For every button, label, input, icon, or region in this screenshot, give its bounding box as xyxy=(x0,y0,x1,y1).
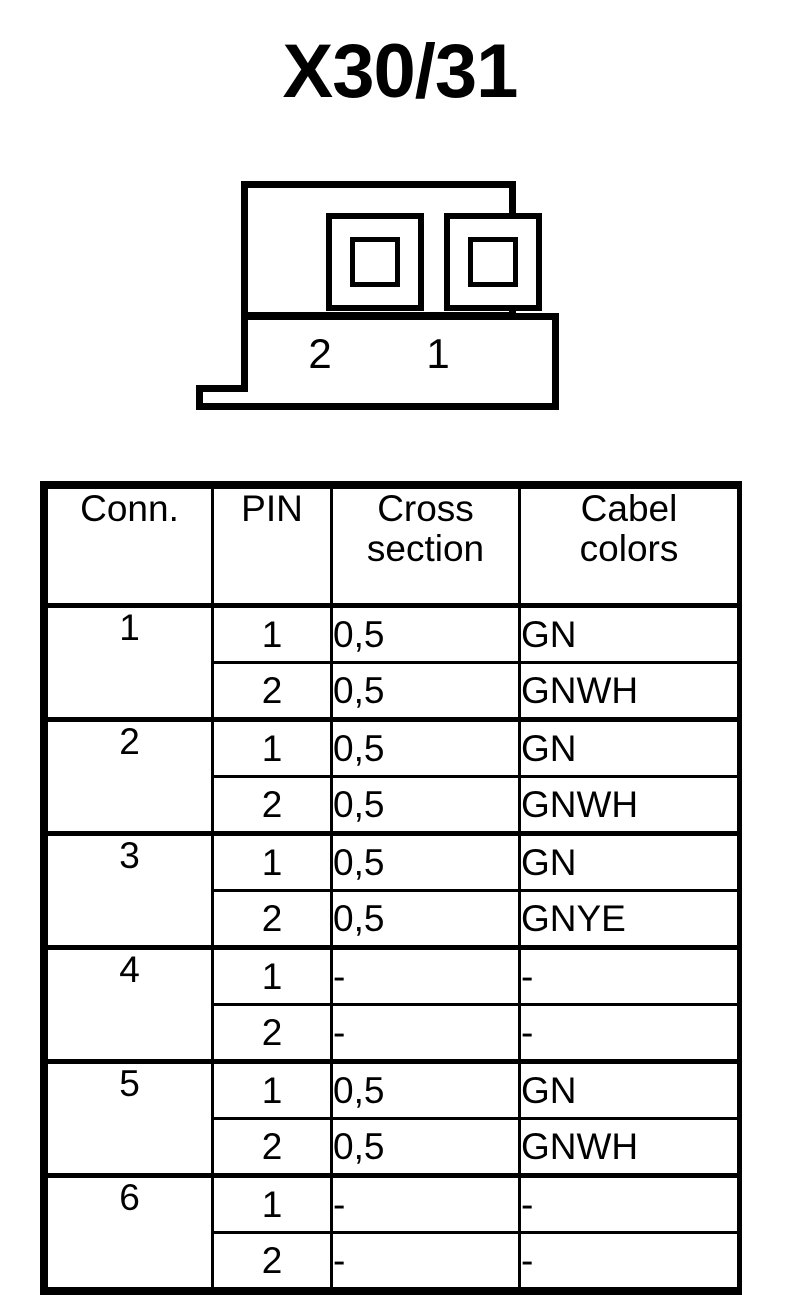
column-header-color-line2: colors xyxy=(579,527,679,569)
column-header-pin: PIN xyxy=(211,486,333,607)
cell-pin: 1 xyxy=(211,945,333,1006)
table-row: 2 - - xyxy=(47,1003,740,1063)
cell-conn: 2 xyxy=(45,717,214,835)
cell-cable-color: GNWH xyxy=(518,1117,740,1177)
cell-pin: 2 xyxy=(211,661,333,721)
table-row: 2 0,5 GNWH xyxy=(47,775,740,835)
cell-conn: 6 xyxy=(45,1173,214,1290)
cell-conn: 4 xyxy=(45,945,214,1063)
cell-pin: 2 xyxy=(211,775,333,835)
pinout-table-body: 1 1 0,5 GN 2 0,5 GNWH 2 1 0,5 GN 2 0,5 G… xyxy=(45,603,740,1290)
cell-cable-color: GNWH xyxy=(518,775,740,835)
table-row: 4 1 - - xyxy=(45,945,740,1063)
cell-cable-color: GNYE xyxy=(518,889,740,949)
column-header-conn-label: Conn. xyxy=(80,488,179,529)
table-row: 2 0,5 GNWH xyxy=(47,661,740,721)
connector-upper-housing xyxy=(241,181,542,319)
cell-pin: 2 xyxy=(211,889,333,949)
cell-cross-section: 0,5 xyxy=(330,831,521,892)
column-header-conn: Conn. xyxy=(45,486,214,607)
cell-cable-color: GN xyxy=(518,717,740,778)
table-row: 6 1 - - xyxy=(45,1173,740,1290)
cell-cable-color: GN xyxy=(518,831,740,892)
cell-conn: 3 xyxy=(45,831,214,949)
cell-pin: 2 xyxy=(211,1117,333,1177)
pin-number-label-2: 2 xyxy=(308,330,332,377)
cell-cable-color: GN xyxy=(518,1059,740,1120)
column-header-color-line1: Cabel xyxy=(580,488,678,529)
cell-cross-section: 0,5 xyxy=(330,717,521,778)
cell-pin: 2 xyxy=(211,1003,333,1063)
table-row: 2 0,5 GNYE xyxy=(47,889,740,949)
cell-pin: 1 xyxy=(211,1059,333,1120)
cell-conn: 1 xyxy=(45,603,214,721)
cell-cross-section: 0,5 xyxy=(330,603,521,664)
pin-cavity-1 xyxy=(444,213,542,311)
connector-lower-housing xyxy=(241,313,559,410)
cell-cable-color: GNWH xyxy=(518,661,740,721)
pin-cavity-2 xyxy=(326,213,424,311)
column-header-cross-line2: section xyxy=(366,527,485,569)
pin-contact-1-icon xyxy=(468,237,518,287)
column-header-pin-label: PIN xyxy=(241,488,303,529)
cell-pin: 1 xyxy=(211,1173,333,1234)
column-header-cross-section: Cross section xyxy=(330,486,521,607)
cell-cross-section: - xyxy=(330,945,521,1006)
cell-cross-section: - xyxy=(330,1231,521,1290)
cell-cross-section: - xyxy=(330,1173,521,1234)
pinout-table: Conn. PIN Cross section Cabel colors 1 1 xyxy=(45,486,740,1290)
column-header-cross-line1: Cross xyxy=(377,488,474,529)
cell-cross-section: 0,5 xyxy=(330,889,521,949)
cell-cable-color: - xyxy=(518,945,740,1006)
cell-cross-section: 0,5 xyxy=(330,661,521,721)
cell-pin: 1 xyxy=(211,603,333,664)
cell-pin: 2 xyxy=(211,1231,333,1290)
table-row: 2 1 0,5 GN xyxy=(45,717,740,835)
connector-diagram: 2 1 xyxy=(190,175,570,420)
cell-conn: 5 xyxy=(45,1059,214,1177)
table-row: 1 1 0,5 GN xyxy=(45,603,740,721)
cell-cross-section: 0,5 xyxy=(330,775,521,835)
cell-cable-color: - xyxy=(518,1173,740,1234)
cell-pin: 1 xyxy=(211,717,333,778)
pin-contact-2-icon xyxy=(350,237,400,287)
cell-cable-color: - xyxy=(518,1003,740,1063)
cell-pin: 1 xyxy=(211,831,333,892)
table-row: 3 1 0,5 GN xyxy=(45,831,740,949)
table-row: 2 0,5 GNWH xyxy=(47,1117,740,1177)
table-header-row: Conn. PIN Cross section Cabel colors xyxy=(45,486,740,607)
pinout-table-wrapper: Conn. PIN Cross section Cabel colors 1 1 xyxy=(40,481,742,1295)
page-title: X30/31 xyxy=(282,29,519,114)
cell-cross-section: - xyxy=(330,1003,521,1063)
cell-cross-section: 0,5 xyxy=(330,1117,521,1177)
column-header-cabel-colors: Cabel colors xyxy=(518,486,740,607)
pin-number-label-1: 1 xyxy=(426,330,450,377)
cell-cable-color: GN xyxy=(518,603,740,664)
table-row: 5 1 0,5 GN xyxy=(45,1059,740,1177)
connector-latch-tab-icon xyxy=(196,385,248,410)
cell-cable-color: - xyxy=(518,1231,740,1290)
cell-cross-section: 0,5 xyxy=(330,1059,521,1120)
